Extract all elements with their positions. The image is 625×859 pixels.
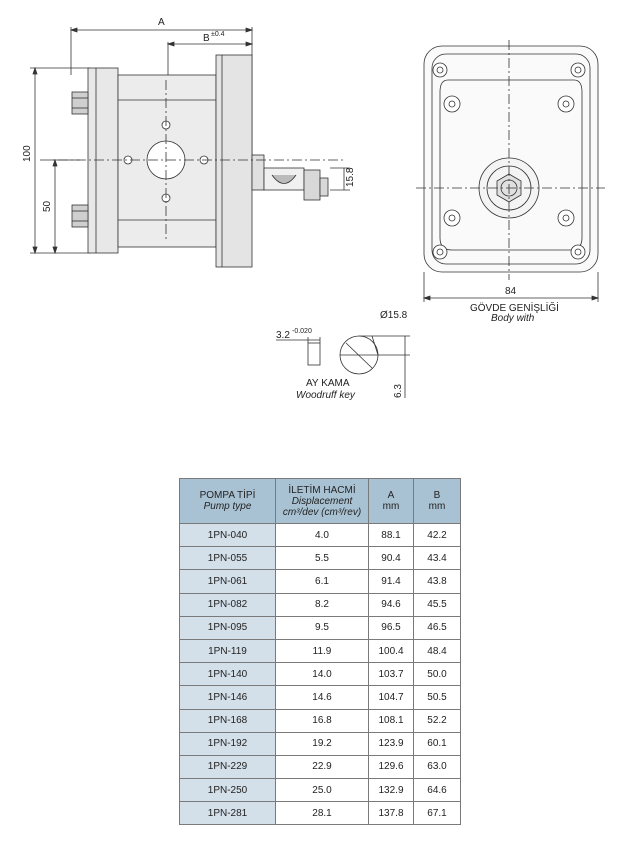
cell-a: 104.7: [368, 685, 414, 710]
cell-a: 88.1: [368, 522, 414, 548]
header-displacement-en: Displacement: [291, 495, 353, 507]
cell-b: 45.5: [413, 592, 461, 617]
cell-a: 137.8: [368, 801, 414, 826]
header-displacement-unit: cm³/dev (cm³/rev): [282, 506, 362, 518]
cell-pump-type: 1PN-061: [179, 569, 276, 594]
cell-b: 64.6: [413, 778, 461, 803]
technical-drawing: A B ±0.4 100 50 15.8 84 GÖVDE GENİŞLİĞİ …: [22, 17, 605, 401]
key-height-label: 6.3: [393, 384, 404, 398]
cell-b: 63.0: [413, 754, 461, 780]
header-displacement: İLETİM HACMİ Displacement cm³/dev (cm³/r…: [275, 478, 369, 524]
dim-100-label: 100: [22, 145, 33, 162]
table-header-row: POMPA TİPİ Pump type İLETİM HACMİ Displa…: [179, 478, 461, 524]
cell-pump-type: 1PN-146: [179, 685, 276, 710]
cell-pump-type: 1PN-229: [179, 754, 276, 780]
dim-b-tolerance: ±0.4: [211, 31, 225, 38]
header-a: A mm: [368, 478, 414, 524]
cell-displacement: 4.0: [275, 522, 369, 548]
cell-pump-type: 1PN-281: [179, 801, 276, 826]
header-pump-type-tr: POMPA TİPİ: [199, 490, 256, 501]
cell-pump-type: 1PN-095: [179, 615, 276, 640]
cell-b: 43.4: [413, 546, 461, 571]
cell-displacement: 9.5: [275, 615, 369, 640]
dim-15-8-label: 15.8: [345, 167, 356, 187]
pump-spec-table-wrapper: POMPA TİPİ Pump type İLETİM HACMİ Displa…: [179, 478, 461, 826]
cell-b: 48.4: [413, 638, 461, 664]
dim-84-label: 84: [505, 286, 517, 297]
cell-a: 96.5: [368, 615, 414, 640]
cell-displacement: 19.2: [275, 731, 369, 756]
woodruff-key-label-tr: AY KAMA: [306, 378, 350, 389]
header-b-label: B: [433, 490, 441, 501]
header-pump-type-en: Pump type: [203, 501, 252, 512]
cell-displacement: 8.2: [275, 592, 369, 617]
cell-b: 42.2: [413, 522, 461, 548]
body-width-label-tr: GÖVDE GENİŞLİĞİ: [470, 301, 559, 314]
cell-pump-type: 1PN-119: [179, 638, 276, 664]
cell-b: 52.2: [413, 708, 461, 733]
cell-displacement: 14.0: [275, 662, 369, 687]
header-b-unit: mm: [428, 501, 446, 512]
dim-50-label: 50: [42, 200, 53, 212]
cell-displacement: 25.0: [275, 778, 369, 803]
cell-a: 94.6: [368, 592, 414, 617]
cell-displacement: 11.9: [275, 638, 369, 664]
header-a-label: A: [387, 490, 395, 501]
cell-b: 46.5: [413, 615, 461, 640]
cell-pump-type: 1PN-168: [179, 708, 276, 733]
cell-a: 100.4: [368, 638, 414, 664]
cell-displacement: 22.9: [275, 754, 369, 780]
cell-a: 132.9: [368, 778, 414, 803]
cell-displacement: 6.1: [275, 569, 369, 594]
cell-displacement: 16.8: [275, 708, 369, 733]
header-pump-type: POMPA TİPİ Pump type: [179, 478, 276, 524]
cell-displacement: 14.6: [275, 685, 369, 710]
cell-b: 50.0: [413, 662, 461, 687]
cell-displacement: 28.1: [275, 801, 369, 826]
cell-pump-type: 1PN-082: [179, 592, 276, 617]
dim-a-label: A: [158, 17, 165, 28]
cell-a: 91.4: [368, 569, 414, 594]
pump-spec-table: POMPA TİPİ Pump type İLETİM HACMİ Displa…: [179, 478, 461, 826]
key-width-label: 3.2: [276, 330, 290, 341]
header-b: B mm: [413, 478, 461, 524]
cell-displacement: 5.5: [275, 546, 369, 571]
cell-pump-type: 1PN-040: [179, 522, 276, 548]
cell-pump-type: 1PN-140: [179, 662, 276, 687]
cell-a: 90.4: [368, 546, 414, 571]
header-a-unit: mm: [382, 501, 400, 512]
cell-pump-type: 1PN-250: [179, 778, 276, 803]
cell-a: 103.7: [368, 662, 414, 687]
cell-b: 60.1: [413, 731, 461, 756]
key-width-tolerance: -0.020: [292, 328, 312, 335]
header-displacement-tr: İLETİM HACMİ: [288, 484, 356, 496]
cell-pump-type: 1PN-192: [179, 731, 276, 756]
cell-a: 123.9: [368, 731, 414, 756]
body-width-label-en: Body with: [491, 313, 535, 324]
key-diameter-label: Ø15.8: [380, 310, 408, 321]
cell-b: 67.1: [413, 801, 461, 826]
woodruff-key-label-en: Woodruff key: [296, 390, 356, 401]
cell-pump-type: 1PN-055: [179, 546, 276, 571]
cell-b: 43.8: [413, 569, 461, 594]
dim-b-label: B: [203, 33, 210, 44]
cell-a: 129.6: [368, 754, 414, 780]
cell-b: 50.5: [413, 685, 461, 710]
cell-a: 108.1: [368, 708, 414, 733]
